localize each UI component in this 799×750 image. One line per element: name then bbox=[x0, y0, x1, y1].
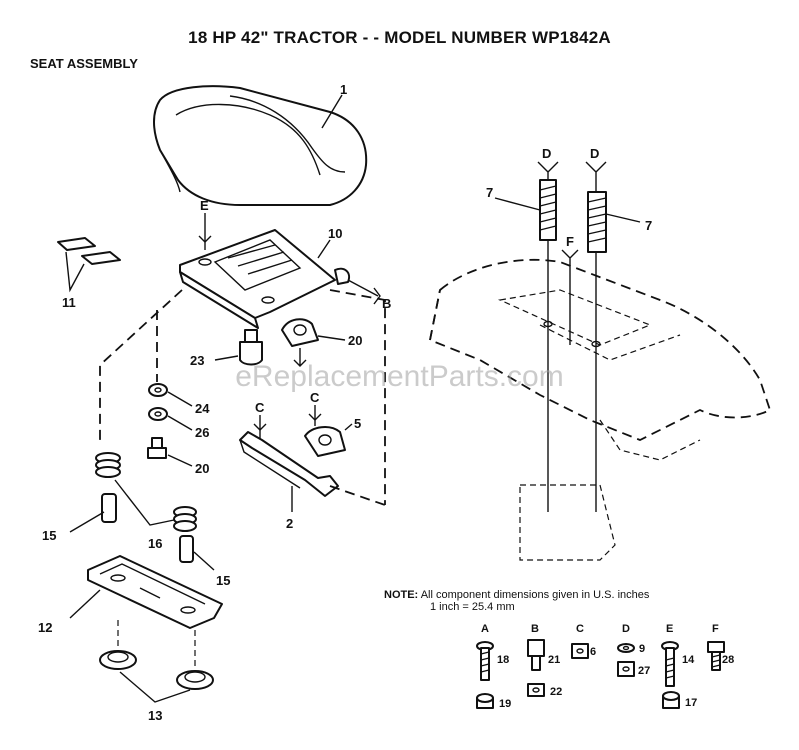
note-key: NOTE: bbox=[384, 589, 419, 601]
ref-letter-d-left: D bbox=[542, 146, 551, 161]
legend-letter-b: B bbox=[531, 623, 539, 635]
section-title: SEAT ASSEMBLY bbox=[30, 56, 138, 71]
legend-part-14: 14 bbox=[682, 654, 695, 666]
callout-15-right: 15 bbox=[216, 573, 230, 588]
callout-24: 24 bbox=[195, 401, 210, 416]
spring-support-right[interactable] bbox=[587, 191, 607, 253]
legend-bolt-28[interactable] bbox=[707, 641, 725, 671]
legend-bolt-18[interactable] bbox=[476, 641, 494, 681]
watermark: eReplacementParts.com bbox=[235, 360, 564, 393]
callout-15-left: 15 bbox=[42, 528, 56, 543]
legend-letter-f: F bbox=[712, 623, 719, 635]
seat-cushion[interactable] bbox=[153, 85, 368, 206]
legend-part-6: 6 bbox=[590, 646, 596, 658]
spring-left[interactable] bbox=[95, 452, 121, 478]
seat-bracket[interactable] bbox=[239, 431, 339, 497]
legend-nut-17[interactable] bbox=[662, 691, 680, 709]
note-line2: 1 inch = 25.4 mm bbox=[430, 601, 515, 613]
legend-letter-c: C bbox=[576, 623, 584, 635]
callout-1: 1 bbox=[340, 82, 347, 97]
ref-letter-e: E bbox=[200, 198, 209, 213]
callout-10: 10 bbox=[328, 226, 342, 241]
callout-16: 16 bbox=[148, 536, 162, 551]
note-line1: All component dimensions given in U.S. i… bbox=[420, 589, 650, 601]
legend-letter-e: E bbox=[666, 623, 673, 635]
spacer-right[interactable] bbox=[179, 535, 194, 563]
callout-5: 5 bbox=[354, 416, 361, 431]
clamp-5[interactable] bbox=[304, 426, 346, 457]
legend-part-19: 19 bbox=[499, 698, 511, 710]
bolt-23[interactable] bbox=[147, 437, 167, 459]
callout-25: 23 bbox=[190, 353, 204, 368]
legend-part-27: 27 bbox=[638, 665, 650, 677]
legend-part-28: 28 bbox=[722, 654, 734, 666]
page-title: 18 HP 42" TRACTOR - - MODEL NUMBER WP184… bbox=[188, 28, 611, 47]
seat-clips[interactable] bbox=[57, 237, 121, 265]
clamp-20[interactable] bbox=[281, 318, 319, 347]
callout-2: 2 bbox=[286, 516, 293, 531]
dimension-note: NOTE: All component dimensions given in … bbox=[384, 589, 649, 613]
ref-letter-b: B bbox=[382, 296, 391, 311]
callout-23: 20 bbox=[195, 461, 209, 476]
ref-letter-d-right: D bbox=[590, 146, 599, 161]
callout-13: 13 bbox=[148, 708, 162, 723]
legend-part-18: 18 bbox=[497, 654, 509, 666]
legend-nut-27[interactable] bbox=[617, 661, 635, 677]
ref-letter-c-left: C bbox=[255, 400, 265, 415]
legend-part-9: 9 bbox=[639, 643, 645, 655]
fender-outline bbox=[428, 259, 772, 561]
legend-nut-22[interactable] bbox=[527, 683, 545, 697]
ref-letter-c-right: C bbox=[310, 390, 320, 405]
callout-7-left: 7 bbox=[486, 185, 493, 200]
callout-26: 26 bbox=[195, 425, 209, 440]
spacer-left[interactable] bbox=[101, 493, 117, 523]
spring-right[interactable] bbox=[173, 506, 197, 532]
nut-26[interactable] bbox=[148, 407, 168, 421]
bumper-right[interactable] bbox=[176, 670, 214, 690]
legend-letter-a: A bbox=[481, 623, 489, 635]
bumper-left[interactable] bbox=[99, 650, 137, 670]
bolt-25[interactable] bbox=[239, 329, 263, 366]
seat-pan[interactable] bbox=[179, 229, 350, 329]
legend-part-17: 17 bbox=[685, 697, 697, 709]
legend-part-21: 21 bbox=[548, 654, 560, 666]
callout-11: 11 bbox=[62, 295, 76, 310]
base-plate[interactable] bbox=[87, 555, 223, 629]
legend-letter-d: D bbox=[622, 623, 630, 635]
legend-nut-6[interactable] bbox=[571, 643, 589, 659]
legend-part-22: 22 bbox=[550, 686, 562, 698]
callout-7-right: 7 bbox=[645, 218, 652, 233]
ref-letter-f: F bbox=[566, 234, 574, 249]
spring-support-left[interactable] bbox=[539, 179, 557, 241]
legend-nut-19[interactable] bbox=[476, 693, 494, 709]
legend-washer-9[interactable] bbox=[617, 643, 635, 653]
nut-24[interactable] bbox=[148, 383, 168, 397]
legend-bolt-21[interactable] bbox=[527, 639, 545, 671]
callout-12: 12 bbox=[38, 620, 52, 635]
legend-bolt-14[interactable] bbox=[661, 641, 679, 687]
callout-20: 20 bbox=[348, 333, 362, 348]
